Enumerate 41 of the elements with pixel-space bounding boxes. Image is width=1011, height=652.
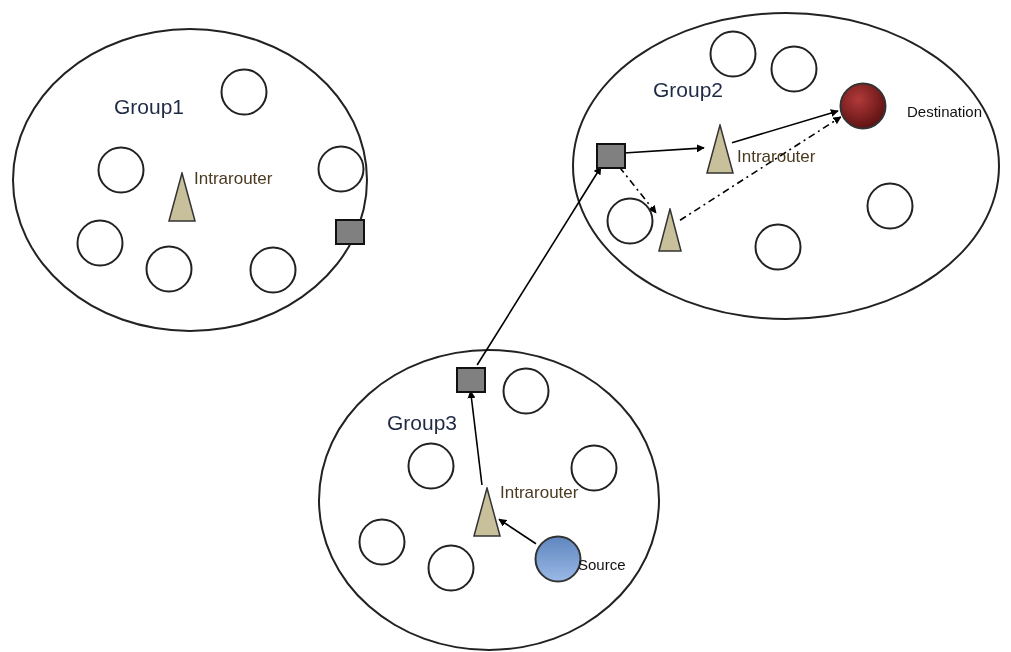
node-label: Destination xyxy=(907,104,983,119)
router-triangle xyxy=(658,208,682,252)
arrow xyxy=(731,109,839,144)
node-circle xyxy=(220,68,268,116)
arrow xyxy=(623,144,705,154)
node-label: Source xyxy=(578,557,626,572)
router-triangle xyxy=(473,487,501,537)
node-circle xyxy=(145,245,193,293)
gateway-square xyxy=(335,219,365,245)
group-ellipse xyxy=(318,349,660,651)
node-label: Intrarouter xyxy=(500,484,579,501)
router-triangle xyxy=(706,124,734,174)
group-title: Group3 xyxy=(387,412,458,433)
gateway-square xyxy=(456,367,486,393)
arrow xyxy=(498,518,537,545)
node-circle xyxy=(866,182,914,230)
destination-node xyxy=(839,82,887,130)
node-circle xyxy=(249,246,297,294)
node-circle xyxy=(317,145,365,193)
node-circle xyxy=(358,518,406,566)
node-circle xyxy=(606,197,654,245)
gateway-square xyxy=(596,143,626,169)
group-title: Group1 xyxy=(114,96,185,117)
arrow xyxy=(476,166,602,366)
group-ellipse xyxy=(12,28,368,332)
arrow xyxy=(679,116,842,222)
node-label: Intrarouter xyxy=(737,148,816,165)
node-circle xyxy=(407,442,455,490)
node-label: Intrarouter xyxy=(194,170,273,187)
arrow xyxy=(618,166,657,214)
node-circle xyxy=(97,146,145,194)
arrow xyxy=(467,390,483,486)
group-ellipse xyxy=(572,12,1000,320)
node-circle xyxy=(709,30,757,78)
node-circle xyxy=(770,45,818,93)
node-circle xyxy=(502,367,550,415)
group-title: Group2 xyxy=(653,79,724,100)
router-triangle xyxy=(168,172,196,222)
node-circle xyxy=(754,223,802,271)
node-circle xyxy=(427,544,475,592)
node-circle xyxy=(76,219,124,267)
